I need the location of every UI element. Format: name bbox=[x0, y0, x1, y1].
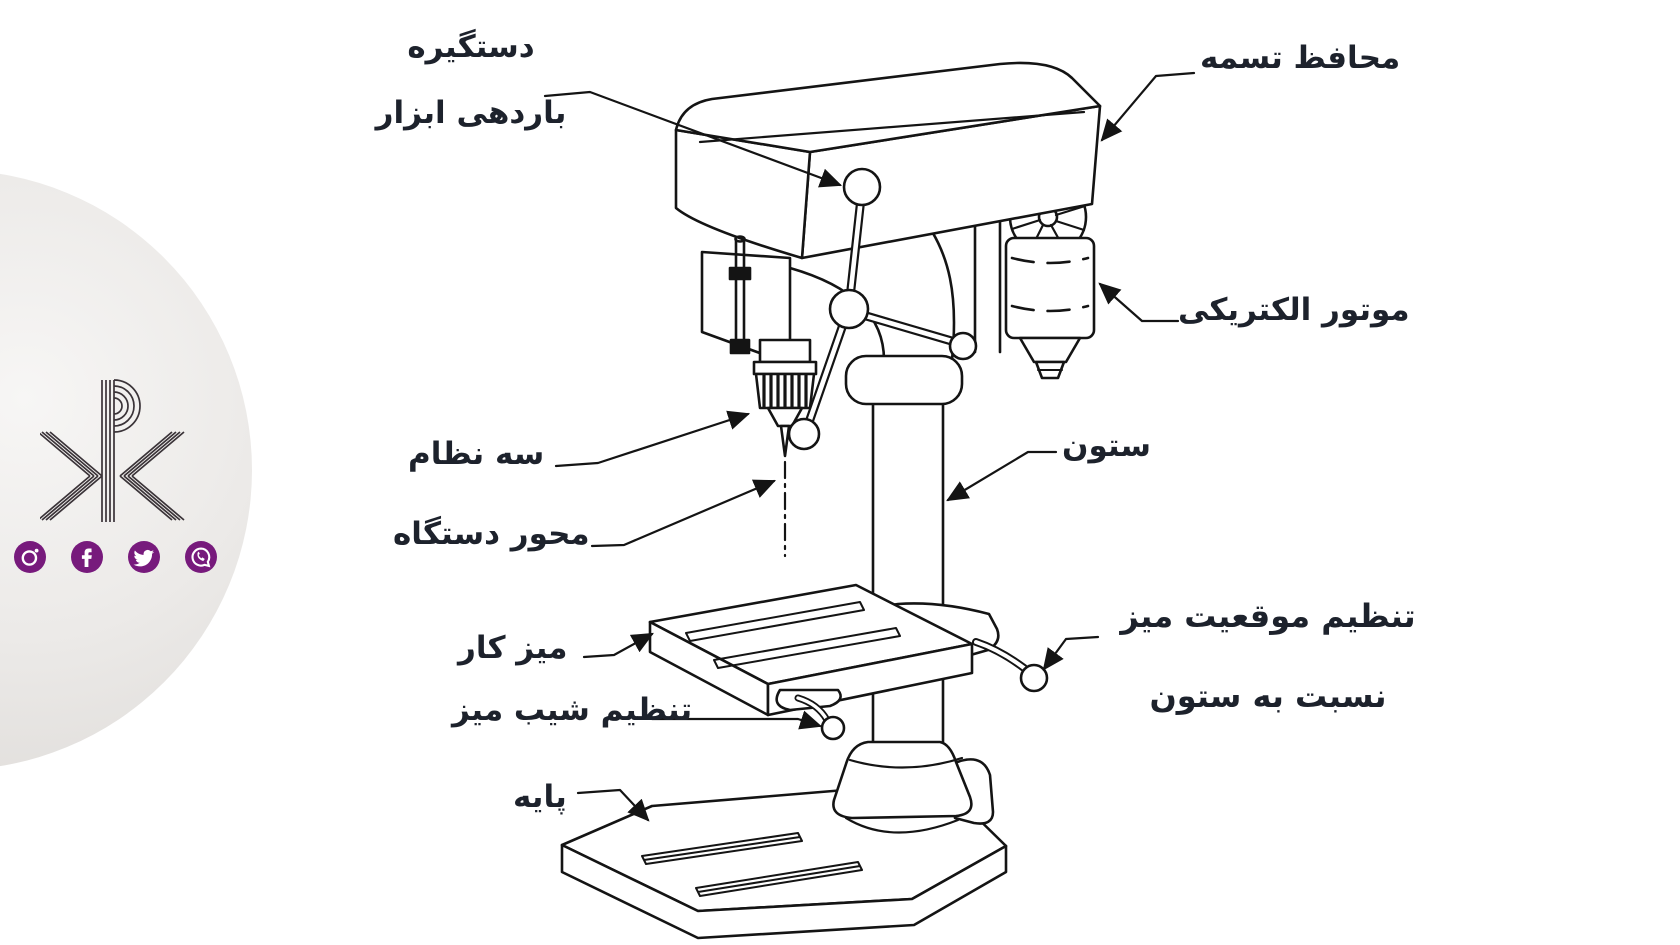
label-feed-handle: دستگیره باردهی ابزار bbox=[375, 29, 567, 131]
column-drawing bbox=[871, 400, 945, 754]
label-machine-spindle: محور دستگاه bbox=[393, 516, 590, 552]
twitter-icon[interactable] bbox=[127, 540, 161, 574]
leader-chuck bbox=[554, 410, 751, 468]
leader-spindle bbox=[590, 479, 777, 548]
label-column: ستون bbox=[1062, 428, 1152, 464]
whatsapp-icon[interactable] bbox=[184, 540, 218, 574]
label-belt-guard: محافظ تسمه bbox=[1200, 40, 1401, 76]
leader-table-pos bbox=[1042, 635, 1100, 671]
leader-feed-handle bbox=[543, 90, 843, 188]
leader-base bbox=[576, 788, 650, 822]
belt-guard-drawing bbox=[674, 61, 1102, 406]
chuck-drawing bbox=[752, 338, 818, 558]
social-icons-row bbox=[13, 540, 218, 574]
instagram-icon[interactable] bbox=[13, 540, 47, 574]
leader-belt-guard bbox=[1100, 71, 1196, 142]
work-table-drawing bbox=[648, 583, 974, 741]
leader-motor bbox=[1098, 282, 1180, 323]
depth-rod-drawing bbox=[728, 235, 752, 355]
leader-column bbox=[946, 450, 1058, 502]
leader-tilt bbox=[650, 710, 823, 730]
facebook-icon[interactable] bbox=[70, 540, 104, 574]
feed-handle-drawing bbox=[787, 167, 978, 451]
column-boot-drawing bbox=[832, 740, 995, 834]
leader-lines bbox=[543, 71, 1196, 822]
leader-worktable bbox=[582, 632, 654, 659]
pkk-monogram-logo bbox=[40, 379, 185, 522]
label-table-position-adjust: تنظیم موقعیت میز نسبت به ستون bbox=[1120, 597, 1416, 715]
label-electric-motor: موتور الکتریکی bbox=[1178, 292, 1410, 328]
label-table-tilt-adjust: تنظیم شیب میز bbox=[452, 692, 693, 728]
label-work-table: میز کار bbox=[458, 630, 568, 666]
label-base: پایه bbox=[513, 779, 567, 815]
logo-strokes bbox=[40, 379, 185, 522]
label-chuck: سه نظام bbox=[408, 436, 545, 472]
